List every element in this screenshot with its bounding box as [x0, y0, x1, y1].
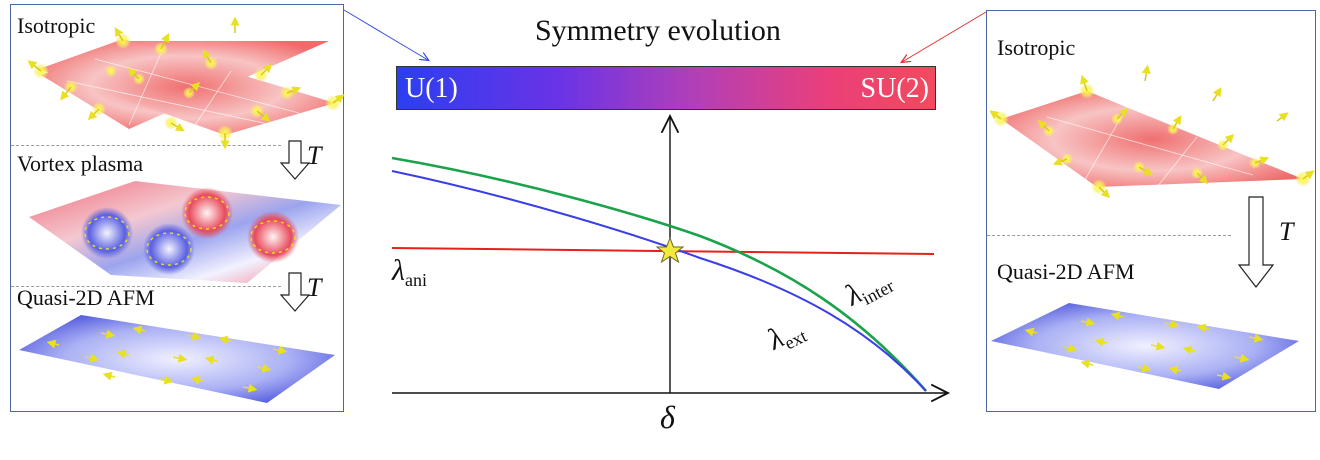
left-divider-2: [11, 286, 281, 287]
delta-axis-label: δ: [660, 399, 676, 435]
left-down-arrow-2: [279, 272, 311, 312]
left-isotropic-sheet: [27, 16, 345, 150]
left-panel-illustrations: [19, 16, 345, 403]
right-panel-illustrations: [989, 64, 1315, 389]
left-temperature-label-2: T: [307, 273, 322, 302]
left-afm-sheet: [19, 315, 335, 403]
lambda-ext-label: λext: [762, 311, 810, 359]
lambda-ani-label: λani: [391, 254, 427, 290]
right-down-arrow: [1237, 196, 1275, 288]
lambda-inter-curve: [391, 156, 927, 392]
right-panel: Isotropic Quasi-2D AFM T: [986, 10, 1316, 412]
left-panel: Isotropic Vortex plasma Quasi-2D AFM T T: [10, 4, 345, 412]
left-quasi2d-afm-label: Quasi-2D AFM: [17, 285, 155, 310]
left-connector-line: [343, 9, 428, 60]
right-connector-line: [902, 11, 987, 62]
lambda-inter-label: λinter: [839, 261, 897, 315]
critical-point-star: [655, 236, 685, 264]
left-isotropic-label: Isotropic: [17, 13, 96, 38]
left-vortex-plasma-label: Vortex plasma: [17, 151, 144, 176]
su2-label: SU(2): [860, 73, 929, 104]
lambda-ext-curve: [391, 170, 927, 392]
u1-label: U(1): [405, 73, 458, 104]
right-afm-sheet: [991, 303, 1299, 389]
left-down-arrow-1: [279, 140, 311, 180]
right-isotropic-sheet: [989, 64, 1315, 199]
left-divider-1: [11, 145, 281, 146]
left-temperature-label-1: T: [307, 141, 322, 170]
right-divider: [987, 235, 1231, 236]
right-temperature-label: T: [1279, 217, 1294, 246]
right-isotropic-label: Isotropic: [997, 35, 1076, 60]
left-vortex-sheet: [29, 181, 341, 283]
right-quasi2d-afm-label: Quasi-2D AFM: [997, 259, 1135, 284]
symmetry-evolution-title: Symmetry evolution: [535, 14, 781, 47]
symmetry-gradient-bar: U(1) SU(2): [396, 66, 936, 110]
